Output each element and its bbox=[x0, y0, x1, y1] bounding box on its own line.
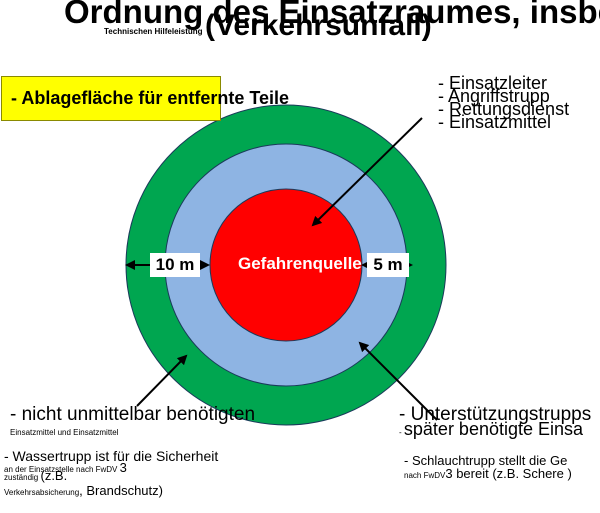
verkehrsabsicherung-line: Verkehrsabsicherung, Brandschutz) bbox=[4, 484, 163, 500]
example-open-text: (z.B. bbox=[40, 468, 68, 483]
page-title-line-2: (Verkehrsunfall) bbox=[205, 9, 432, 42]
bottom-right-fwdv-small: nach FwDV bbox=[404, 471, 446, 480]
distance-label-5m: 5 m bbox=[367, 253, 409, 277]
zustaendig-text: zuständig bbox=[4, 473, 39, 482]
bottom-left-subtext: Einsatzmittel und Einsatzmittel bbox=[10, 428, 119, 437]
list-item-angriffstrupp: - Angriffstrupp bbox=[438, 86, 550, 106]
list-item-einsatzmittel: - Einsatzmittel bbox=[438, 112, 552, 132]
top-right-list: - Einsatzleiter - Angriffstrupp - Rettun… bbox=[438, 73, 570, 131]
arrow-bottom-right bbox=[358, 341, 438, 421]
fwdv-small-text: an der Einsatzstelle nach FwDV bbox=[4, 465, 118, 474]
bottom-right-later-text: später benötigte Einsa bbox=[403, 419, 584, 439]
bottom-left-heading: - nicht unmittelbar benötigten bbox=[10, 404, 256, 425]
bottom-right-fwdv: nach FwDV3 bereit (z.B. Schere ) bbox=[404, 465, 572, 485]
page-title: Ordnung des Einsatzraumes, insbe bbox=[64, 0, 600, 30]
list-item-rettungsdienst: - Rettungsdienst bbox=[438, 99, 570, 119]
bottom-right-heading: - Unterstützungstrupps bbox=[399, 404, 592, 425]
ablage-callout: - Ablagefläche für entfernte Teile bbox=[1, 76, 289, 121]
bottom-right-fwdv-big: 3 bereit (z.B. Schere ) bbox=[445, 466, 572, 481]
page-subtitle: Technischen Hilfeleistung bbox=[104, 27, 203, 36]
schlauchtrupp-text: - Schlauchtrupp stellt die Ge bbox=[404, 453, 568, 468]
zustaendig-line: zuständig (z.B. bbox=[4, 468, 68, 483]
wassertrupp-text: - Wassertrupp ist für die Sicherheit bbox=[4, 448, 219, 464]
fwdv-number: 3 bbox=[119, 460, 127, 475]
list-item-einsatzleiter: - Einsatzleiter bbox=[438, 73, 548, 93]
verkehrsabsicherung-text: Verkehrsabsicherung bbox=[4, 488, 80, 497]
arrow-bottom-left bbox=[136, 354, 188, 407]
center-danger-label: Gefahrenquelle bbox=[238, 254, 362, 273]
brandschutz-text: , Brandschutz) bbox=[79, 483, 163, 498]
distance-label-10m: 10 m bbox=[150, 253, 200, 277]
arrow-einsatzleiter bbox=[311, 117, 423, 227]
bottom-right-subline: - später benötigte Einsa bbox=[399, 418, 583, 444]
bottom-right-dash: - bbox=[399, 428, 402, 437]
fwdv-reference: an der Einsatzstelle nach FwDV 3 bbox=[4, 460, 127, 475]
